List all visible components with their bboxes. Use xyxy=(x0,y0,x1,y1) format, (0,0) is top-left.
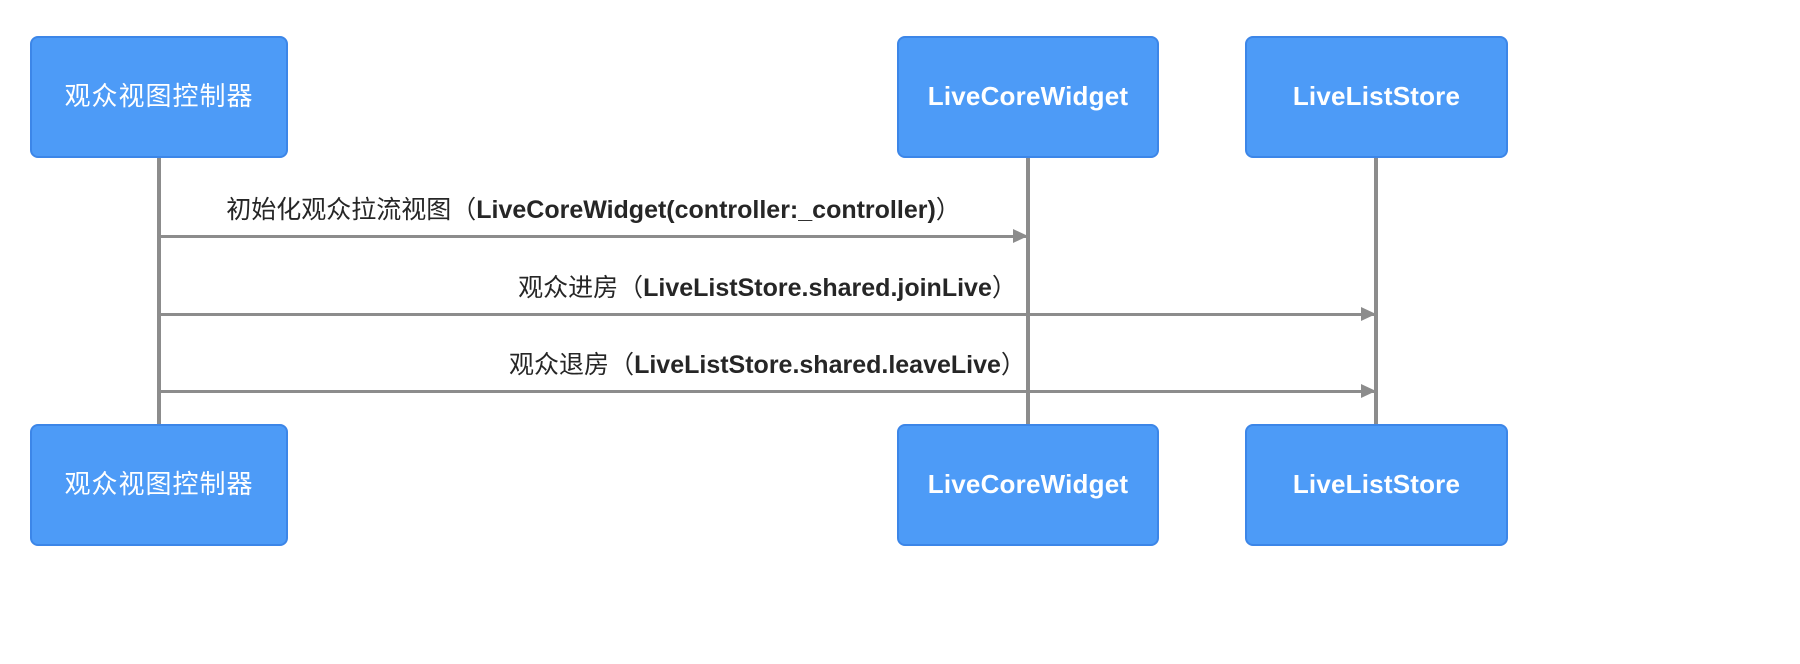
message-label: 观众退房（LiveListStore.shared.leaveLive） xyxy=(159,350,1376,381)
lifeline-audience-view-controller xyxy=(157,158,161,424)
message-label-open-paren: （ xyxy=(618,273,644,302)
message-line xyxy=(159,390,1376,393)
message-line xyxy=(159,313,1376,316)
message-label-open-paren: （ xyxy=(609,350,635,379)
message-label-code: LiveListStore.shared.leaveLive xyxy=(634,350,1001,379)
message-arrowhead-icon xyxy=(1361,307,1376,321)
participant-top-live-list-store[interactable]: LiveListStore xyxy=(1245,36,1508,158)
message-label-code: LiveCoreWidget(controller:_controller) xyxy=(476,195,936,224)
message-label-cn: 观众退房 xyxy=(509,350,610,379)
message-label-close-paren: ） xyxy=(1000,350,1026,379)
message-arrowhead-icon xyxy=(1361,384,1376,398)
participant-bottom-live-core-widget[interactable]: LiveCoreWidget xyxy=(897,424,1159,546)
message-label-code: LiveListStore.shared.joinLive xyxy=(643,273,992,302)
participant-label: 观众视图控制器 xyxy=(64,469,254,500)
message-label-cn: 观众进房 xyxy=(518,273,619,302)
participant-label: LiveListStore xyxy=(1292,81,1461,112)
lifeline-live-core-widget xyxy=(1026,158,1030,424)
participant-bottom-audience-view-controller[interactable]: 观众视图控制器 xyxy=(30,424,288,546)
participant-top-live-core-widget[interactable]: LiveCoreWidget xyxy=(897,36,1159,158)
message-arrowhead-icon xyxy=(1013,229,1028,243)
participant-label: LiveCoreWidget xyxy=(927,469,1129,500)
message-label-cn: 初始化观众拉流视图 xyxy=(226,195,452,224)
participant-label: 观众视图控制器 xyxy=(64,81,254,112)
message-line xyxy=(159,235,1028,238)
lifeline-live-list-store xyxy=(1374,158,1378,424)
message-label: 观众进房（LiveListStore.shared.joinLive） xyxy=(159,273,1376,304)
participant-top-audience-view-controller[interactable]: 观众视图控制器 xyxy=(30,36,288,158)
participant-bottom-live-list-store[interactable]: LiveListStore xyxy=(1245,424,1508,546)
message-label-open-paren: （ xyxy=(451,195,477,224)
message-label-close-paren: ） xyxy=(991,273,1017,302)
participant-label: LiveListStore xyxy=(1292,469,1461,500)
message-label: 初始化观众拉流视图（LiveCoreWidget(controller:_con… xyxy=(159,195,1028,226)
participant-label: LiveCoreWidget xyxy=(927,81,1129,112)
message-label-close-paren: ） xyxy=(935,195,961,224)
